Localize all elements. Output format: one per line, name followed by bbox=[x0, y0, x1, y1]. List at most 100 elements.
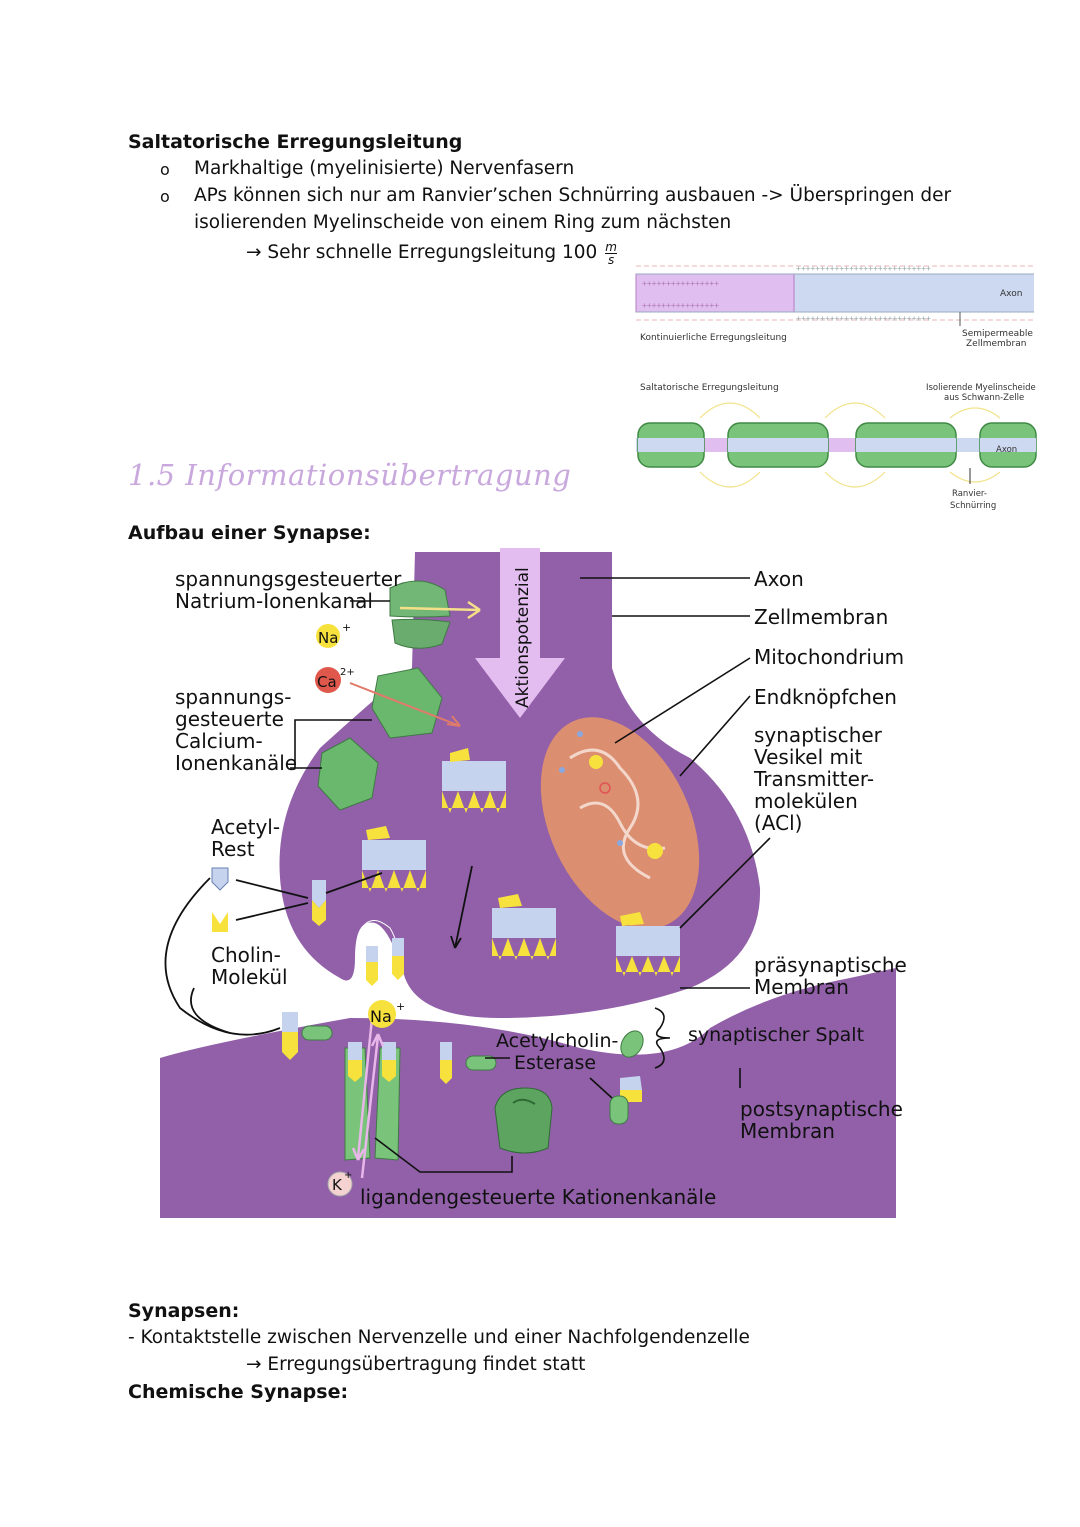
svg-text:++++++++++++++++++++++++++++: ++++++++++++++++++++++++++++ bbox=[796, 314, 931, 323]
acetylcholin-combined bbox=[312, 880, 326, 908]
label-postsyn-2: Membran bbox=[740, 1119, 835, 1143]
acetyl-rest-icon bbox=[211, 867, 229, 891]
bullet-marker: o bbox=[160, 160, 170, 179]
label-na-channel-2: Natrium-Ionenkanal bbox=[175, 589, 373, 613]
bullet-text-2: APs können sich nur am Ranvier’schen Sch… bbox=[194, 185, 952, 206]
unit-denominator: s bbox=[607, 252, 615, 267]
label-zellmembran-small: Zellmembran bbox=[966, 339, 1026, 349]
label-acetyl-2: Rest bbox=[211, 837, 255, 861]
label-mitochondrium: Mitochondrium bbox=[754, 645, 905, 669]
label-vesikel-2: Vesikel mit bbox=[754, 745, 863, 769]
label-axon-top: Axon bbox=[1000, 289, 1022, 299]
label-esterase-1: Acetylcholin- bbox=[496, 1030, 619, 1052]
action-potential-arrow bbox=[475, 548, 565, 718]
label-ca-channel-4: Ionenkanäle bbox=[175, 751, 298, 775]
label-postsynaptisch: postsynaptische Membran bbox=[740, 1098, 903, 1142]
label-vesikel-4: molekülen bbox=[754, 789, 858, 813]
label-na-post: Na bbox=[370, 1007, 392, 1026]
label-acetyl: Acetyl- Rest bbox=[211, 816, 280, 860]
bullet-text-1: Markhaltige (myelinisierte) Nervenfasern bbox=[194, 158, 575, 179]
calcium-channel-1 bbox=[349, 667, 461, 739]
svg-text:++++++++++++++++: ++++++++++++++++ bbox=[642, 301, 719, 310]
label-schnuerring: Schnürring bbox=[950, 501, 996, 511]
label-vesikel-3: Transmitter- bbox=[754, 767, 875, 791]
synapsen-line1: - Kontaktstelle zwischen Nervenzelle und… bbox=[128, 1327, 750, 1348]
ca-ion bbox=[315, 667, 341, 693]
label-vesikel: synaptischer Vesikel mit Transmitter- mo… bbox=[754, 724, 882, 834]
label-esterase: Acetylcholin- Esterase bbox=[496, 1030, 618, 1074]
arrow-line-text: → Sehr schnelle Erregungsleitung 100 bbox=[246, 242, 598, 263]
label-praesyn-1: präsynaptische bbox=[754, 953, 907, 977]
label-schwann: aus Schwann-Zelle bbox=[944, 393, 1024, 403]
label-saltatorisch: Saltatorische Erregungsleitung bbox=[640, 383, 779, 393]
label-aktionspotenzial: Aktionspotenzial bbox=[513, 567, 533, 708]
label-ca: Ca bbox=[317, 673, 337, 691]
label-ca-channel-3: Calcium- bbox=[175, 729, 263, 753]
label-vesikel-1: synaptischer bbox=[754, 723, 882, 747]
unit-numerator: m bbox=[605, 239, 617, 254]
label-acetyl-1: Acetyl- bbox=[211, 815, 281, 839]
chem-synapse-heading: Chemische Synapse: bbox=[128, 1381, 349, 1403]
label-ca-sup: 2+ bbox=[340, 667, 355, 678]
acetylcholinesterase bbox=[494, 1087, 553, 1154]
synapsen-line2: → Erregungsübertragung findet statt bbox=[246, 1354, 586, 1375]
na-ion-post bbox=[368, 1000, 396, 1028]
arrow-head bbox=[450, 935, 462, 949]
cleft-transmitters bbox=[282, 938, 644, 1125]
label-cholin-1: Cholin- bbox=[211, 943, 281, 967]
section-heading-saltatorisch: Saltatorische Erregungsleitung bbox=[128, 131, 463, 153]
leader-lines bbox=[290, 577, 771, 1173]
label-axon-bottom: Axon bbox=[996, 445, 1017, 455]
label-na: Na bbox=[318, 629, 338, 647]
calcium-channel-2 bbox=[317, 737, 379, 811]
label-postsyn-1: postsynaptische bbox=[740, 1097, 903, 1121]
svg-text:++++++++++++++++: ++++++++++++++++ bbox=[642, 279, 719, 288]
recycle-arrow bbox=[164, 877, 281, 1036]
na-post-charge: + bbox=[396, 1000, 405, 1013]
synapse-diagram: Aktionspotenzial Na + Ca 2+ bbox=[160, 548, 896, 1218]
label-praesyn-2: Membran bbox=[754, 975, 849, 999]
label-esterase-2: Esterase bbox=[514, 1052, 597, 1074]
saltatory-axon bbox=[636, 402, 1037, 488]
vesicle-1 bbox=[442, 748, 506, 813]
label-isolierende: Isolierende Myelinscheide bbox=[926, 383, 1036, 393]
vesicle-3 bbox=[492, 894, 556, 960]
label-cholin-2: Molekül bbox=[211, 965, 288, 989]
label-endknoepfchen: Endknöpfchen bbox=[754, 685, 897, 709]
mitochondrion bbox=[540, 717, 700, 929]
conduction-figure: ++++++++++++++++ ++++++++++++++++ ++++++… bbox=[635, 264, 1037, 511]
label-ligand: ligandengesteuerte Kationenkanäle bbox=[360, 1185, 717, 1209]
label-zellmembran: Zellmembran bbox=[754, 605, 889, 629]
vesicle-4 bbox=[616, 912, 680, 976]
arrow-vesicle bbox=[454, 865, 473, 949]
label-ca-channel: spannungs- gesteuerte Calcium- Ionenkanä… bbox=[175, 686, 297, 774]
na-ion bbox=[316, 624, 340, 648]
label-ranvier: Ranvier- bbox=[952, 489, 987, 499]
bullet-text-2-cont: isolierenden Myelinscheide von einem Rin… bbox=[194, 212, 732, 233]
label-spalt: synaptischer Spalt bbox=[688, 1024, 865, 1046]
section-title: 1.5 Informationsübertragung bbox=[128, 458, 572, 492]
label-vesikel-5: (ACl) bbox=[754, 811, 803, 835]
synthesis-arrows bbox=[235, 872, 383, 921]
acetylcholin-combined-part bbox=[312, 900, 326, 926]
continuous-axon: ++++++++++++++++ ++++++++++++++++ ++++++… bbox=[635, 264, 1034, 326]
label-na-channel-1: spannungsgesteuerter bbox=[175, 567, 402, 591]
label-ca-channel-1: spannungs- bbox=[175, 685, 292, 709]
svg-text:++++++++++++++++++++++++++++: ++++++++++++++++++++++++++++ bbox=[796, 264, 931, 273]
label-cholin: Cholin- Molekül bbox=[211, 944, 288, 988]
label-na-channel: spannungsgesteuerter Natrium-Ionenkanal bbox=[175, 568, 401, 612]
unit-fraction: m s bbox=[605, 241, 617, 266]
arrow-line: → Sehr schnelle Erregungsleitung 100 m s bbox=[246, 240, 617, 266]
k-charge: + bbox=[344, 1170, 352, 1181]
label-ca-channel-2: gesteuerte bbox=[175, 707, 284, 731]
synapse-heading: Aufbau einer Synapse: bbox=[128, 522, 371, 544]
vesicle-2 bbox=[362, 826, 426, 892]
k-ion bbox=[327, 1171, 353, 1197]
label-axon: Axon bbox=[754, 567, 804, 591]
bullet-marker: o bbox=[160, 187, 170, 206]
cholin-icon bbox=[212, 912, 228, 932]
synapsen-heading: Synapsen: bbox=[128, 1300, 240, 1322]
label-k: K bbox=[332, 1176, 343, 1194]
sodium-channel bbox=[389, 580, 481, 649]
label-semipermeable: Semipermeable bbox=[962, 329, 1033, 339]
